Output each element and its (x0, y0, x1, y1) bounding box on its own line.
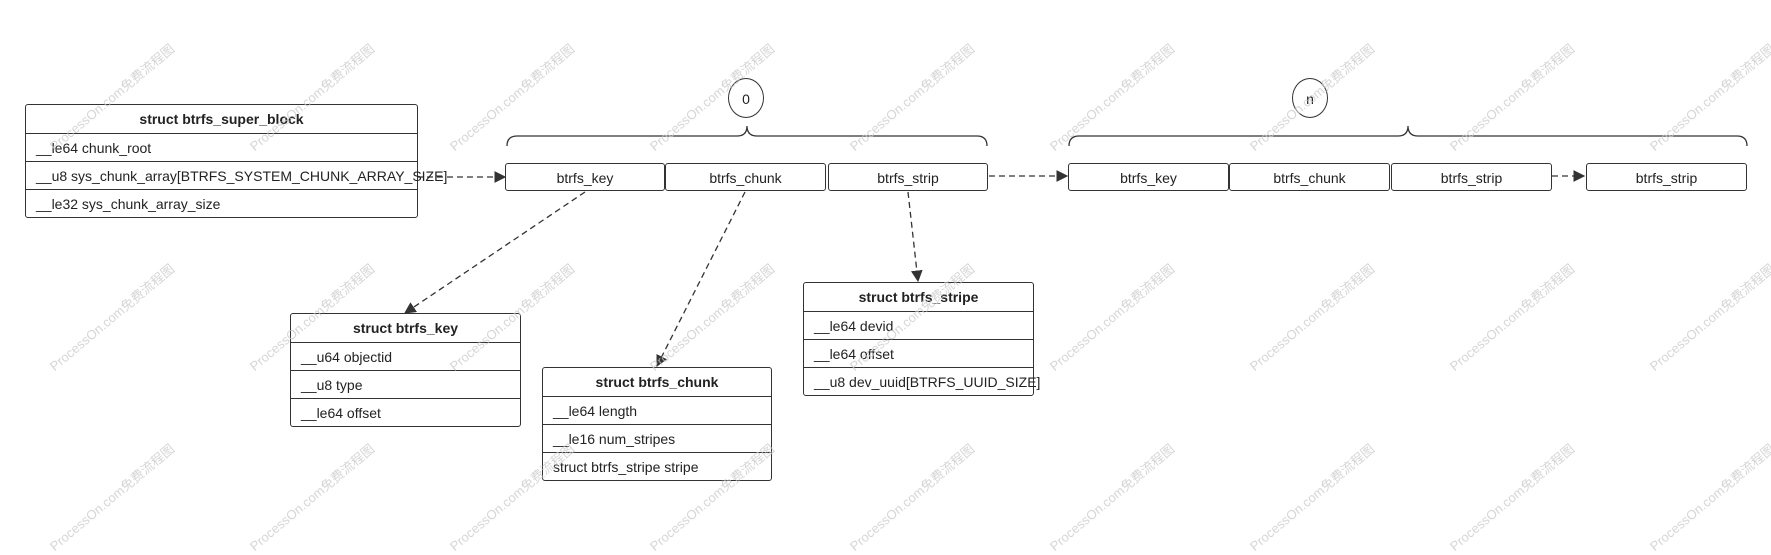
watermark-text: ProcessOn.com免费流程图 (1246, 441, 1378, 554)
key-struct-title: struct btrfs_key (352, 320, 459, 336)
group-0-index: 0 (728, 78, 764, 118)
watermark-text: ProcessOn.com免费流程图 (1246, 261, 1378, 374)
stripe-struct-field: __le64 offset (804, 339, 1033, 367)
key-struct-field: __u8 type (291, 370, 520, 398)
stripe-struct: struct btrfs_stripe __le64 devid __le64 … (803, 282, 1040, 396)
chunk-struct-title: struct btrfs_chunk (595, 374, 719, 390)
group-n-cell-strip: btrfs_strip (1391, 163, 1552, 191)
super-block-field: __le32 sys_chunk_array_size (26, 189, 417, 217)
super-block-field: __u8 sys_chunk_array[BTRFS_SYSTEM_CHUNK_… (26, 161, 447, 189)
arrow-strip-to-stripe (907, 191, 923, 283)
watermark-text: ProcessOn.com免费流程图 (46, 261, 178, 374)
key-struct: struct btrfs_key __u64 objectid __u8 typ… (290, 313, 521, 427)
brace-group-n (1068, 125, 1748, 147)
group-n-cell-strip-extra: btrfs_strip (1586, 163, 1747, 191)
chunk-struct-field: __le16 num_stripes (543, 424, 771, 452)
group-n-cell-key: btrfs_key (1068, 163, 1229, 191)
group-0-cell-strip: btrfs_strip (828, 163, 988, 191)
watermark-text: ProcessOn.com免费流程图 (1046, 261, 1178, 374)
group-0-cell-chunk: btrfs_chunk (665, 163, 826, 191)
group-n-cell-chunk: btrfs_chunk (1229, 163, 1390, 191)
watermark-text: ProcessOn.com免费流程图 (46, 441, 178, 554)
watermark-text: ProcessOn.com免费流程图 (846, 441, 978, 554)
brace-group-0 (506, 125, 988, 147)
watermark-layer: ProcessOn.com免费流程图 ProcessOn.com免费流程图 Proc… (46, 41, 1771, 554)
watermark-text: ProcessOn.com免费流程图 (1646, 41, 1771, 154)
watermark-text: ProcessOn.com免费流程图 (446, 41, 578, 154)
chunk-struct-field: __le64 length (543, 396, 771, 424)
chunk-struct: struct btrfs_chunk __le64 length __le16 … (542, 367, 772, 481)
watermark-text: ProcessOn.com免费流程图 (846, 41, 978, 154)
arrow-chunk-to-struct (656, 191, 746, 368)
connector-layer (404, 125, 1748, 368)
watermark-text: ProcessOn.com免费流程图 (1446, 261, 1578, 374)
stripe-struct-field: __u8 dev_uuid[BTRFS_UUID_SIZE] (804, 367, 1040, 395)
watermark-text: ProcessOn.com免费流程图 (1046, 441, 1178, 554)
watermark-text: ProcessOn.com免费流程图 (1446, 441, 1578, 554)
key-struct-field: __le64 offset (291, 398, 520, 426)
watermark-text: ProcessOn.com免费流程图 (1046, 41, 1178, 154)
stripe-struct-field: __le64 devid (804, 311, 1033, 339)
watermark-text: ProcessOn.com免费流程图 (646, 261, 778, 374)
super-block-title: struct btrfs_super_block (139, 111, 304, 127)
group-0-cell-key: btrfs_key (505, 163, 665, 191)
group-n-index: n (1292, 78, 1328, 118)
super-block-struct: struct btrfs_super_block __le64 chunk_ro… (25, 104, 447, 218)
watermark-text: ProcessOn.com免费流程图 (1446, 41, 1578, 154)
watermark-text: ProcessOn.com免费流程图 (246, 441, 378, 554)
super-block-field: __le64 chunk_root (26, 133, 417, 161)
chunk-struct-field: struct btrfs_stripe stripe (543, 452, 771, 480)
stripe-struct-title: struct btrfs_stripe (858, 289, 979, 305)
arrow-key-to-struct (404, 191, 586, 314)
watermark-text: ProcessOn.com免费流程图 (1646, 441, 1771, 554)
watermark-text: ProcessOn.com免费流程图 (1646, 261, 1771, 374)
key-struct-field: __u64 objectid (291, 342, 520, 370)
